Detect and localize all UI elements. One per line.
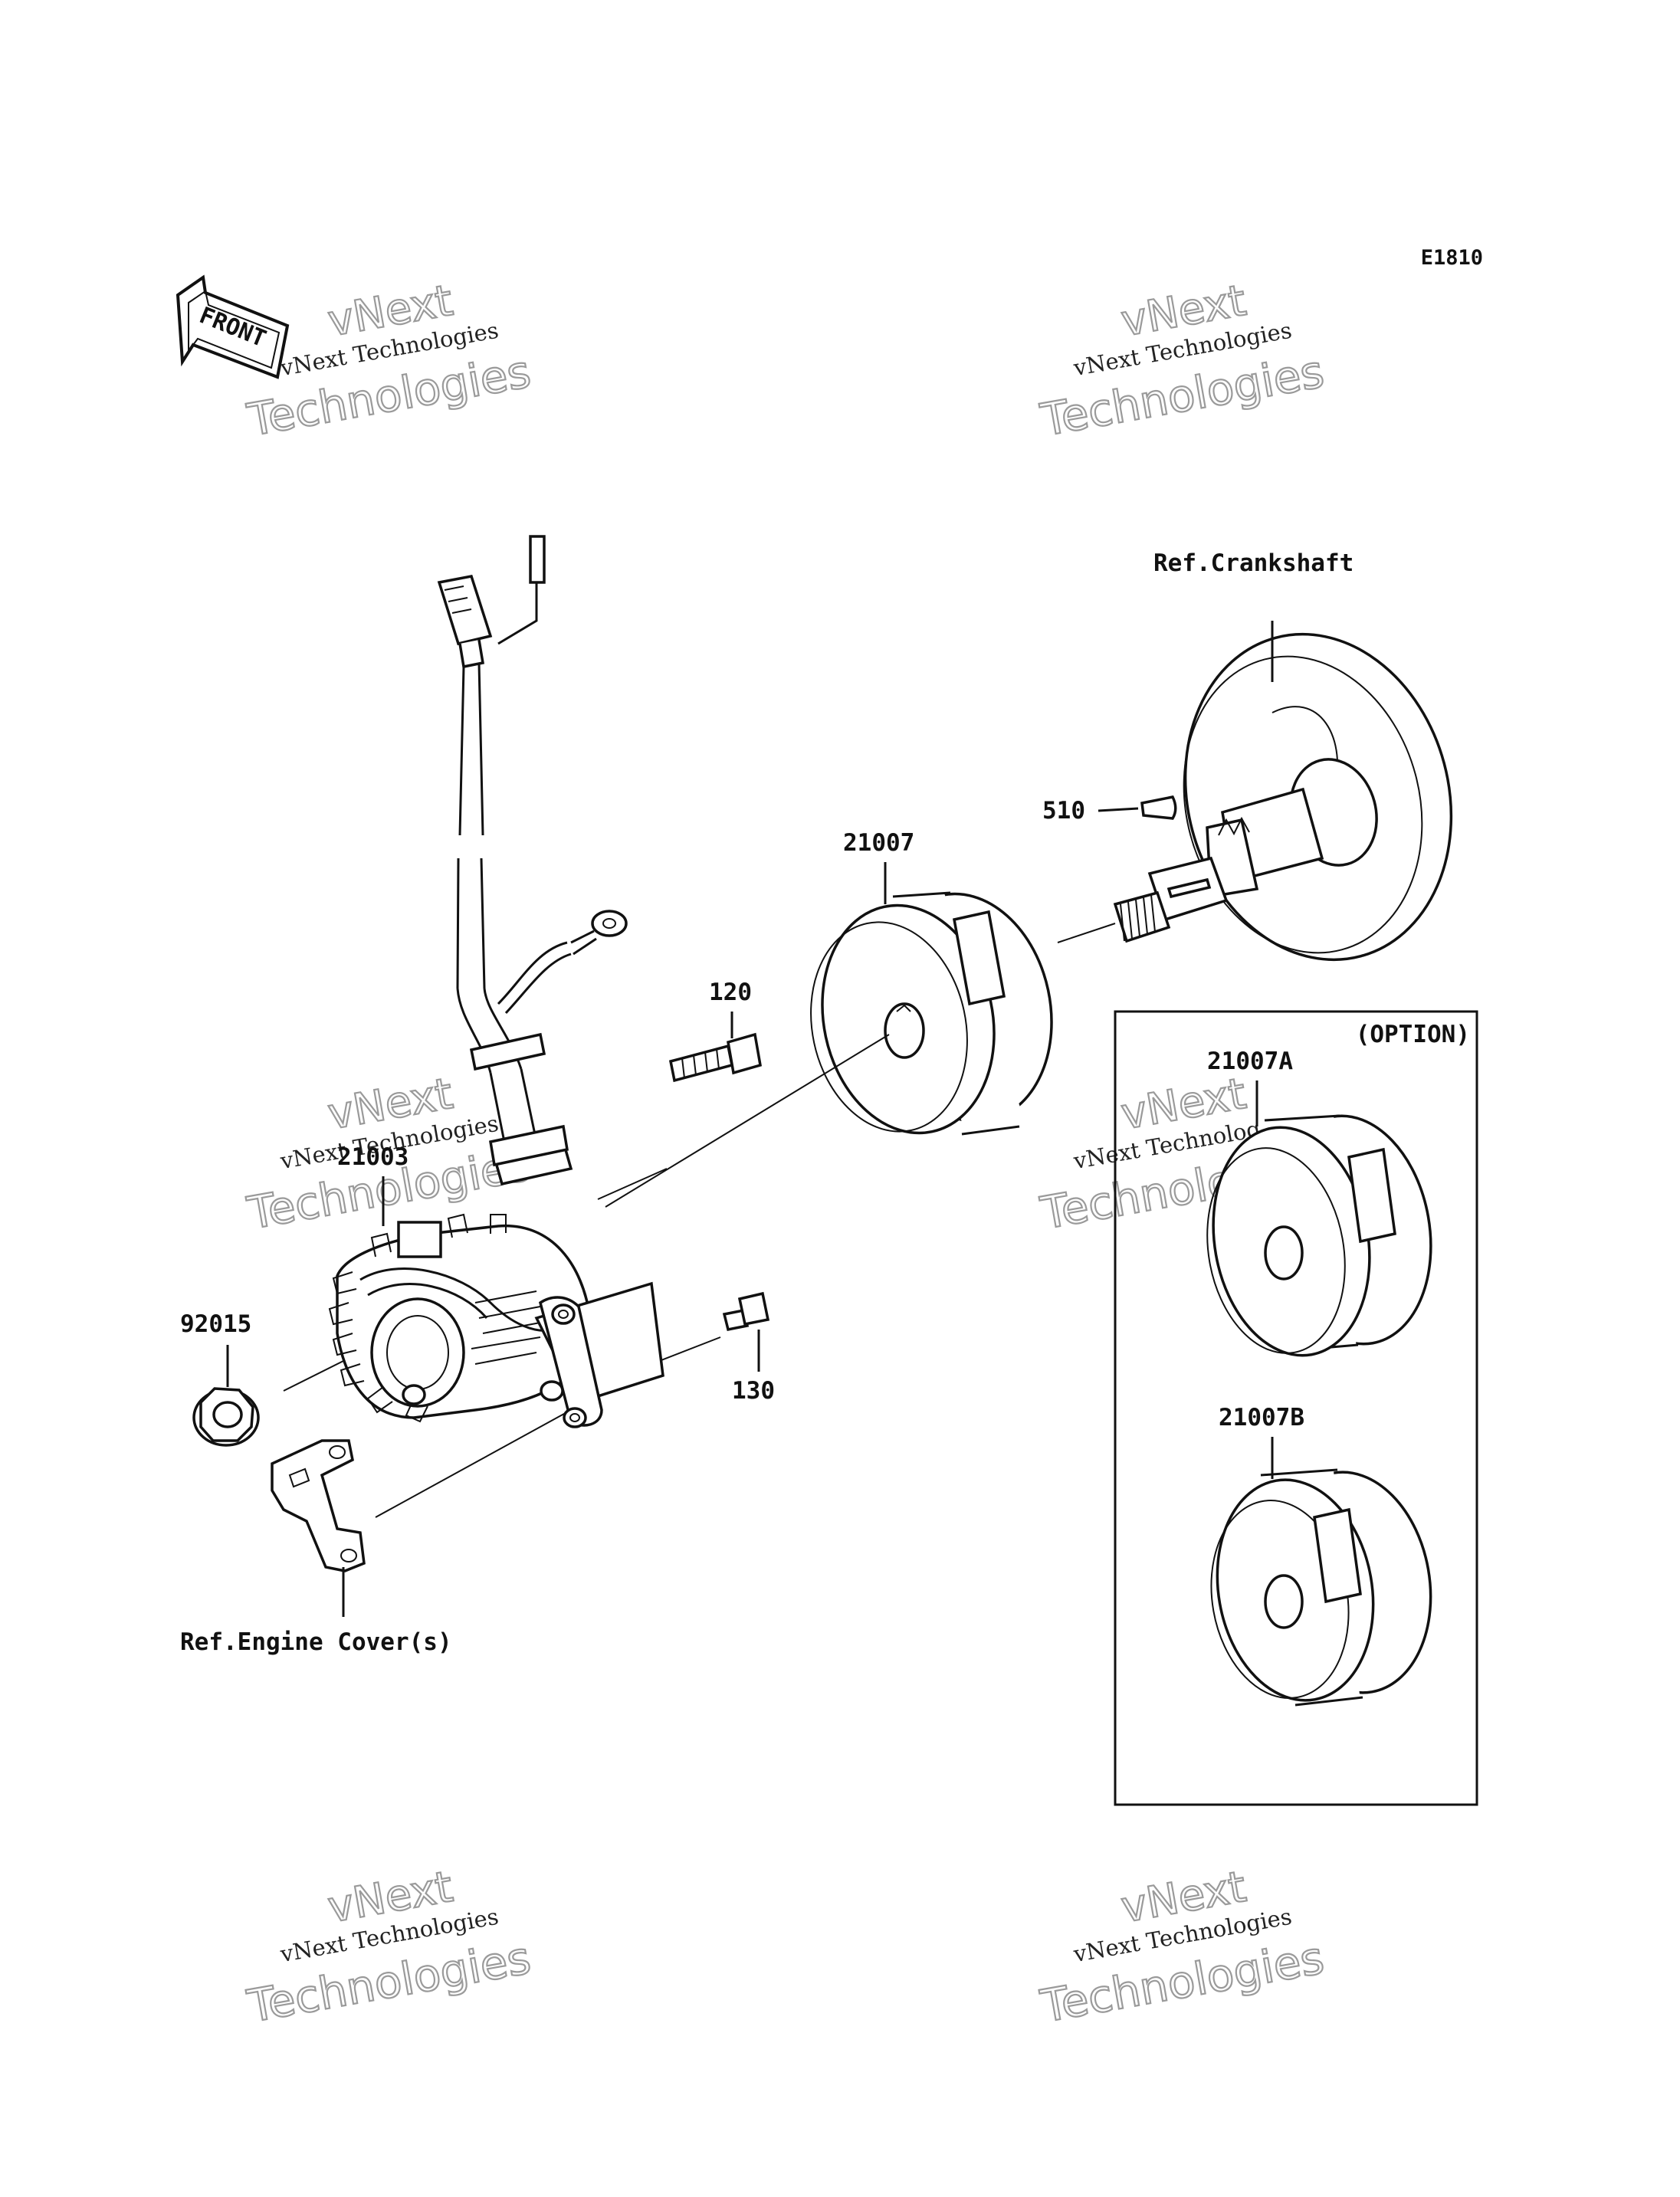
part-21003-label: 21003 bbox=[337, 1143, 409, 1171]
watermark: vNext vNext Technologies Technologies bbox=[243, 1861, 536, 2034]
diagram-code: E1810 bbox=[1421, 246, 1483, 270]
part-130-label: 130 bbox=[732, 1377, 775, 1405]
bolt-120 bbox=[668, 1032, 762, 1083]
wiring-harness bbox=[437, 535, 628, 1186]
grommet bbox=[488, 1124, 569, 1167]
ref-engine-cover-label: Ref.Engine Cover(s) bbox=[180, 1628, 452, 1656]
pickup-coil bbox=[534, 1281, 664, 1428]
flange-nut bbox=[192, 1387, 260, 1447]
front-arrow-icon: FRONT bbox=[176, 274, 290, 379]
ref-crankshaft-label: Ref.Crankshaft bbox=[1153, 549, 1354, 577]
stator-assembly bbox=[328, 1213, 592, 1423]
part-21007b-label: 21007B bbox=[1219, 1404, 1304, 1431]
part-21007a-label: 21007A bbox=[1207, 1048, 1293, 1075]
axis-line bbox=[605, 1034, 890, 1208]
engine-cover-plate bbox=[271, 1439, 366, 1572]
part-21007-label: 21007 bbox=[843, 829, 914, 857]
axis-line bbox=[375, 1409, 572, 1518]
crankshaft-flywheel bbox=[1057, 632, 1453, 962]
watermark: vNext vNext Technologies Technologies bbox=[1036, 275, 1329, 448]
axis-line bbox=[651, 1336, 721, 1365]
part-92015-label: 92015 bbox=[180, 1310, 251, 1338]
part-120-label: 120 bbox=[709, 979, 752, 1006]
axis-line bbox=[597, 1168, 668, 1200]
leader-line bbox=[1098, 807, 1139, 812]
option-box bbox=[1114, 1010, 1478, 1806]
flywheel-rotor-option-b bbox=[1210, 1468, 1432, 1709]
watermark: vNext vNext Technologies Technologies bbox=[1036, 1861, 1329, 2034]
flywheel-rotor-option-a bbox=[1206, 1114, 1432, 1357]
part-510-label: 510 bbox=[1042, 797, 1085, 825]
option-label: (OPTION) bbox=[1356, 1021, 1470, 1048]
bolt-130 bbox=[722, 1291, 770, 1332]
flywheel-rotor bbox=[810, 889, 1053, 1136]
woodruff-key bbox=[1140, 795, 1177, 820]
